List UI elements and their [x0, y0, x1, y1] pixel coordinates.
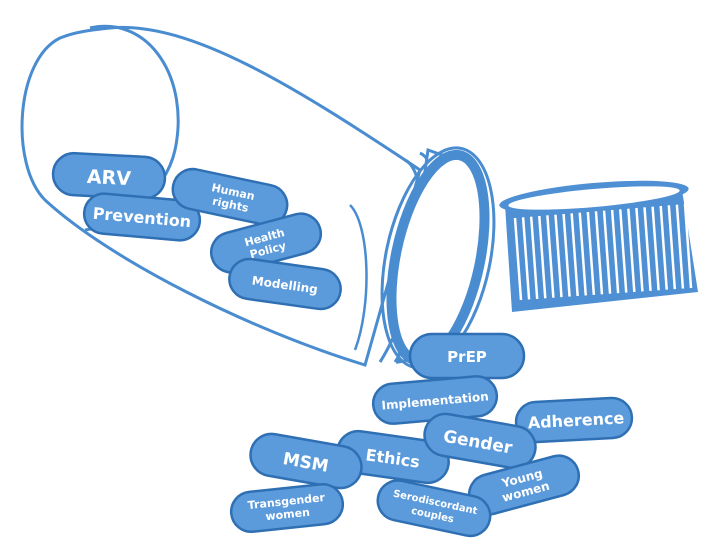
cap-ridge [538, 215, 547, 299]
bottle-cap [499, 180, 698, 312]
cap-ridge [659, 205, 668, 290]
cap-ridge [578, 212, 588, 296]
pill-arv: ARV [51, 151, 167, 201]
cap-ridge [643, 207, 652, 291]
pill-msm: MSM [249, 432, 363, 490]
cap-ridge [610, 209, 620, 294]
pill-implementation: Implementation [371, 375, 499, 425]
pill-prevention: Prevention [82, 192, 202, 242]
pill-health-policy: Health Policy [209, 212, 323, 274]
pill-gender: Gender [423, 412, 537, 470]
pill-young-women: Young women [467, 454, 581, 516]
cap-ridge [594, 211, 604, 295]
cap-ridge [529, 216, 539, 299]
cap-ridge [651, 206, 660, 291]
cap-ridge [554, 214, 563, 298]
cap-ridge [618, 209, 628, 293]
pill-label-transgender-women-2: women [265, 506, 311, 524]
cap-ridge [675, 204, 685, 289]
cap-ridge [602, 210, 612, 294]
cap-ridge [586, 211, 596, 295]
pill-serodiscordant-couples: Serodiscordant couples [376, 479, 492, 538]
cap-ridge [635, 207, 644, 292]
pill-modelling: Modelling [228, 257, 342, 311]
cap-ridge [683, 203, 693, 289]
pill-label-prep: PrEP [447, 348, 487, 366]
pill-ethics: Ethics [336, 429, 450, 485]
pill-label-arv: ARV [86, 166, 131, 190]
pill-prep: PrEP [408, 332, 526, 380]
cap-ridge [521, 217, 531, 300]
pill-adherence: Adherence [514, 396, 634, 444]
pill-human-rights: Human rights [171, 167, 289, 227]
cap-ridge [546, 215, 555, 298]
cap-ridge [513, 217, 523, 301]
cap-ridge [570, 213, 579, 297]
cap-ridge [562, 213, 571, 297]
pill-transgender-women: Transgender women [229, 482, 345, 534]
cap-ridge [667, 205, 677, 290]
cap-ridge [627, 208, 636, 293]
